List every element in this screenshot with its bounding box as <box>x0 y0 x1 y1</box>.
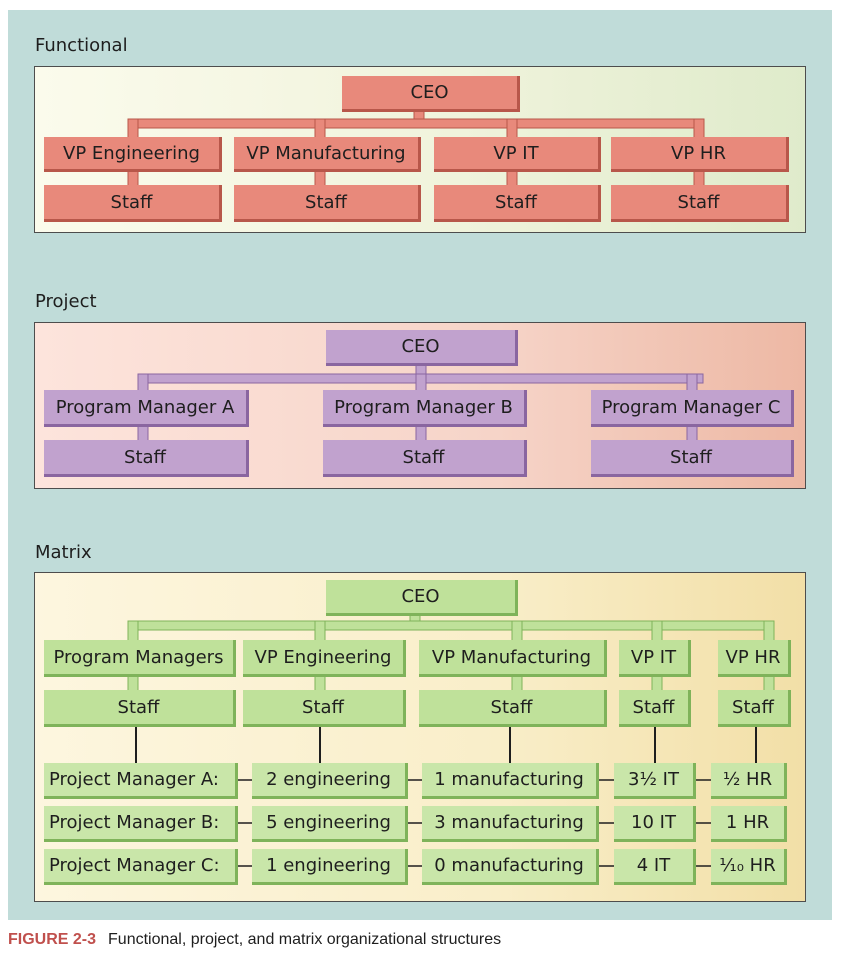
matrix-cell-a-it: 3½ IT <box>614 763 696 799</box>
matrix-cell-b-hr: 1 HR <box>711 806 787 842</box>
functional-vp-engineering: VP Engineering <box>44 137 222 172</box>
matrix-staff-it: Staff <box>619 690 691 727</box>
figure-caption-text: Functional, project, and matrix organiza… <box>108 931 502 948</box>
matrix-cell-a-manufacturing: 1 manufacturing <box>422 763 599 799</box>
functional-ceo-box: CEO <box>342 76 520 112</box>
matrix-cell-c-hr: ¹⁄₁₀ HR <box>711 849 787 885</box>
matrix-staff-manufacturing: Staff <box>419 690 607 727</box>
matrix-staff-hr: Staff <box>718 690 791 727</box>
matrix-cell-b-engineering: 5 engineering <box>252 806 408 842</box>
functional-vp-it: VP IT <box>434 137 601 172</box>
matrix-ceo-box: CEO <box>326 580 518 616</box>
matrix-col-program-managers: Program Managers <box>44 640 236 677</box>
matrix-row-label-c: Project Manager C: <box>44 849 238 885</box>
matrix-col-vp-it: VP IT <box>619 640 691 677</box>
functional-staff-it: Staff <box>434 185 601 222</box>
matrix-title: Matrix <box>35 542 92 563</box>
functional-vp-manufacturing: VP Manufacturing <box>234 137 421 172</box>
matrix-cell-c-it: 4 IT <box>614 849 696 885</box>
matrix-col-vp-manufacturing: VP Manufacturing <box>419 640 607 677</box>
figure-number: FIGURE 2-3 <box>8 931 97 948</box>
project-ceo-box: CEO <box>326 330 518 366</box>
project-staff-b: Staff <box>323 440 527 477</box>
project-title: Project <box>35 291 97 312</box>
matrix-staff-program-managers: Staff <box>44 690 236 727</box>
functional-staff-manufacturing: Staff <box>234 185 421 222</box>
matrix-row-label-a: Project Manager A: <box>44 763 238 799</box>
matrix-col-vp-hr: VP HR <box>718 640 791 677</box>
project-staff-a: Staff <box>44 440 249 477</box>
matrix-col-vp-engineering: VP Engineering <box>243 640 406 677</box>
project-program-manager-a: Program Manager A <box>44 390 249 427</box>
project-staff-c: Staff <box>591 440 794 477</box>
matrix-staff-engineering: Staff <box>243 690 406 727</box>
functional-title: Functional <box>35 35 128 56</box>
matrix-cell-c-manufacturing: 0 manufacturing <box>422 849 599 885</box>
functional-vp-hr: VP HR <box>611 137 789 172</box>
matrix-cell-a-engineering: 2 engineering <box>252 763 408 799</box>
matrix-cell-b-manufacturing: 3 manufacturing <box>422 806 599 842</box>
functional-staff-hr: Staff <box>611 185 789 222</box>
matrix-cell-c-engineering: 1 engineering <box>252 849 408 885</box>
functional-staff-engineering: Staff <box>44 185 222 222</box>
project-program-manager-b: Program Manager B <box>323 390 527 427</box>
matrix-cell-a-hr: ½ HR <box>711 763 787 799</box>
figure-caption: FIGURE 2-3 Functional, project, and matri… <box>8 931 501 949</box>
matrix-row-label-b: Project Manager B: <box>44 806 238 842</box>
matrix-cell-b-it: 10 IT <box>614 806 696 842</box>
project-program-manager-c: Program Manager C <box>591 390 794 427</box>
